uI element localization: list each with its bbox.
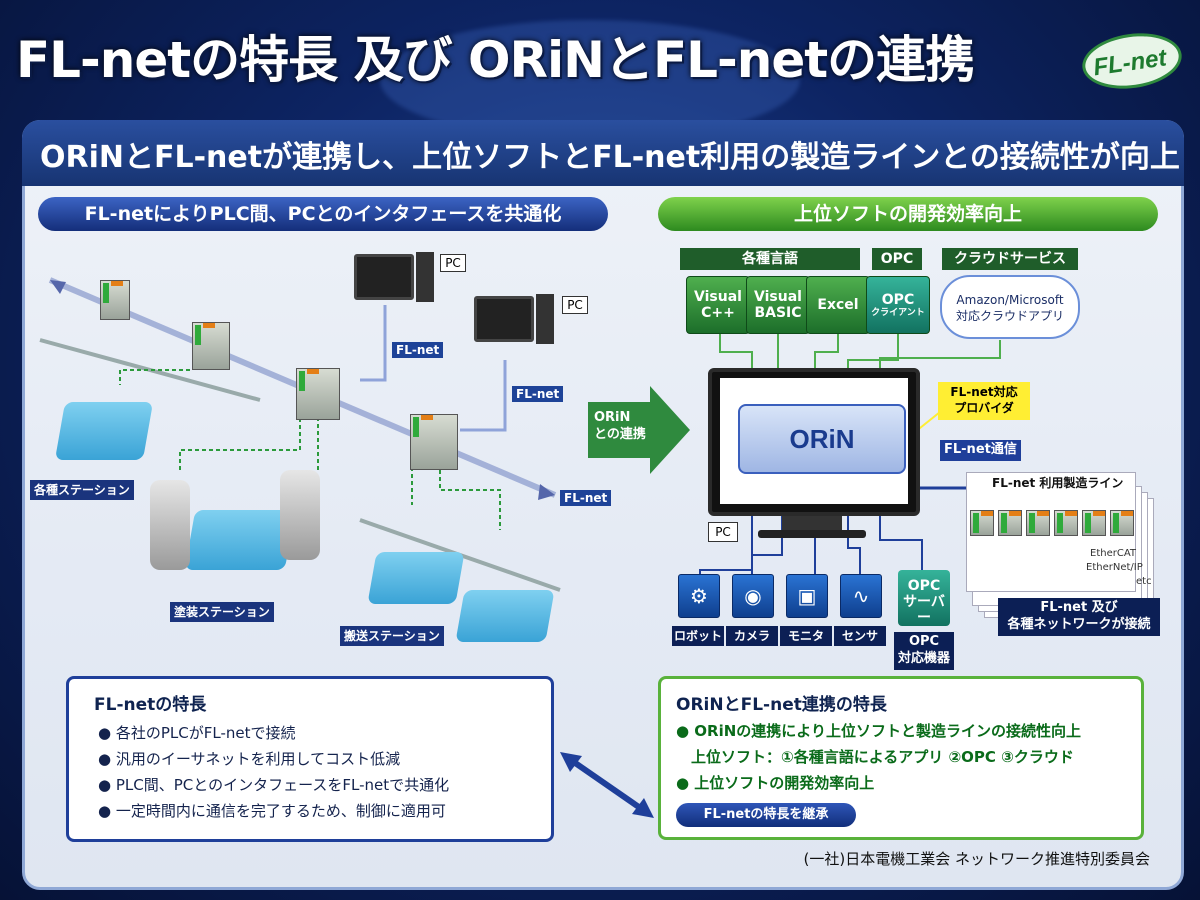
network-note: FL-net 及び 各種ネットワークが接続 — [998, 598, 1160, 636]
device-label: センサ — [834, 626, 886, 646]
app-label: OPC — [881, 291, 915, 308]
orin-arrow-label: ORiN との連携 — [594, 410, 646, 442]
car-body-shape — [367, 552, 465, 604]
device-label: カメラ — [726, 626, 778, 646]
page-title: FL-netの特長 及び ORiNとFL-netの連携 — [16, 31, 975, 89]
flnet-features-box — [66, 676, 554, 842]
feature-item: ● ORiNの連携により上位ソフトと製造ラインの接続性向上 — [676, 722, 1082, 740]
plc-unit — [192, 322, 230, 370]
app-sublabel: クライアント — [871, 307, 925, 318]
flnet-label: FL-net — [392, 342, 444, 358]
pc-label: PC — [440, 254, 466, 272]
pc-label: PC — [708, 522, 738, 542]
footer-credit: (一社)日本電機工業会 ネットワーク推進特別委員会 — [803, 850, 1150, 868]
plc-unit — [1026, 510, 1050, 536]
orin-logo: ORiN — [738, 404, 906, 474]
app-label: Excel — [817, 296, 859, 313]
car-body-shape — [455, 590, 555, 642]
robot-arm-shape — [150, 480, 190, 570]
pc-tower-icon — [536, 294, 554, 344]
flnet-label: FL-net — [512, 386, 564, 402]
plc-unit — [1082, 510, 1106, 536]
excel-app: Excel — [806, 276, 870, 334]
device-label: ロボット — [672, 626, 724, 646]
camera-icon: ◉ — [732, 574, 774, 618]
feature-item: ● 上位ソフトの開発効率向上 — [676, 774, 875, 792]
subtitle: ORiNとFL-netが連携し、上位ソフトとFL-net利用の製造ラインとの接続… — [40, 140, 1180, 175]
cloud-icon — [940, 275, 1080, 339]
plc-unit — [100, 280, 130, 320]
feature-item: ● 一定時間内に通信を完了するため、制御に適用可 — [98, 802, 446, 820]
sensor-icon: ∿ — [840, 574, 882, 618]
visual-basic-app: Visual BASIC — [746, 276, 810, 334]
pc-monitor-icon — [474, 296, 534, 342]
feature-item: ● 各社のPLCがFL-netで接続 — [98, 724, 296, 742]
station-label: 塗装ステーション — [170, 602, 274, 622]
car-body-shape — [184, 510, 296, 570]
feature-item: ● 汎用のイーサネットを利用してコスト低減 — [98, 750, 401, 768]
robot-arm-shape — [280, 470, 320, 560]
app-label: Visual BASIC — [754, 288, 802, 321]
monitor-icon: ▣ — [786, 574, 828, 618]
network-name: etc — [1136, 576, 1152, 587]
plc-unit — [296, 368, 340, 420]
feature-item: ● PLC間、PCとのインタフェースをFL-netで共通化 — [98, 776, 450, 794]
flnet-features-title: FL-netの特長 — [94, 695, 207, 715]
provider-callout: FL-net対応 プロバイダ — [938, 382, 1030, 420]
languages-group-header: 各種言語 — [680, 248, 860, 270]
network-name: EtherNet/IP — [1086, 562, 1143, 573]
device-label: モニタ — [780, 626, 832, 646]
monitor-stand — [782, 516, 842, 532]
cloud-group-header: クラウドサービス — [942, 248, 1078, 270]
plc-unit — [410, 414, 458, 470]
monitor-stand-base — [758, 530, 866, 538]
inherit-badge: FL-netの特長を継承 — [676, 803, 856, 827]
network-name: EtherCAT — [1090, 548, 1136, 559]
plc-unit — [1110, 510, 1134, 536]
orin-flnet-features-title: ORiNとFL-net連携の特長 — [676, 695, 887, 715]
network-stack-card — [966, 472, 1136, 592]
feature-item: 上位ソフト：①各種言語によるアプリ ②OPC ③クラウド — [676, 748, 1074, 766]
opc-server-icon: OPC サーバー — [898, 570, 950, 626]
left-section-header: FL-netによりPLC間、PCとのインタフェースを共通化 — [38, 197, 608, 231]
cloud-text: Amazon/Microsoft 対応クラウドアプリ — [955, 293, 1064, 324]
flnet-comm-label: FL-net通信 — [940, 440, 1021, 461]
plc-unit — [998, 510, 1022, 536]
flnet-label: FL-net — [560, 490, 612, 506]
app-label: Visual C++ — [694, 288, 742, 321]
opc-group-header: OPC — [872, 248, 922, 270]
plc-unit — [970, 510, 994, 536]
pc-tower-icon — [416, 252, 434, 302]
car-body-shape — [54, 402, 154, 460]
production-line-label: FL-net 利用製造ライン — [992, 476, 1124, 490]
subtitle-bar — [22, 120, 1184, 186]
right-section-header: 上位ソフトの開発効率向上 — [658, 197, 1158, 231]
station-label: 搬送ステーション — [340, 626, 444, 646]
plc-unit — [1054, 510, 1078, 536]
visual-cpp-app: Visual C++ — [686, 276, 750, 334]
station-label: 各種ステーション — [30, 480, 134, 500]
pc-monitor-icon — [354, 254, 414, 300]
pc-label: PC — [562, 296, 588, 314]
opc-devices-label: OPC 対応機器 — [894, 632, 954, 670]
robot-icon: ⚙ — [678, 574, 720, 618]
